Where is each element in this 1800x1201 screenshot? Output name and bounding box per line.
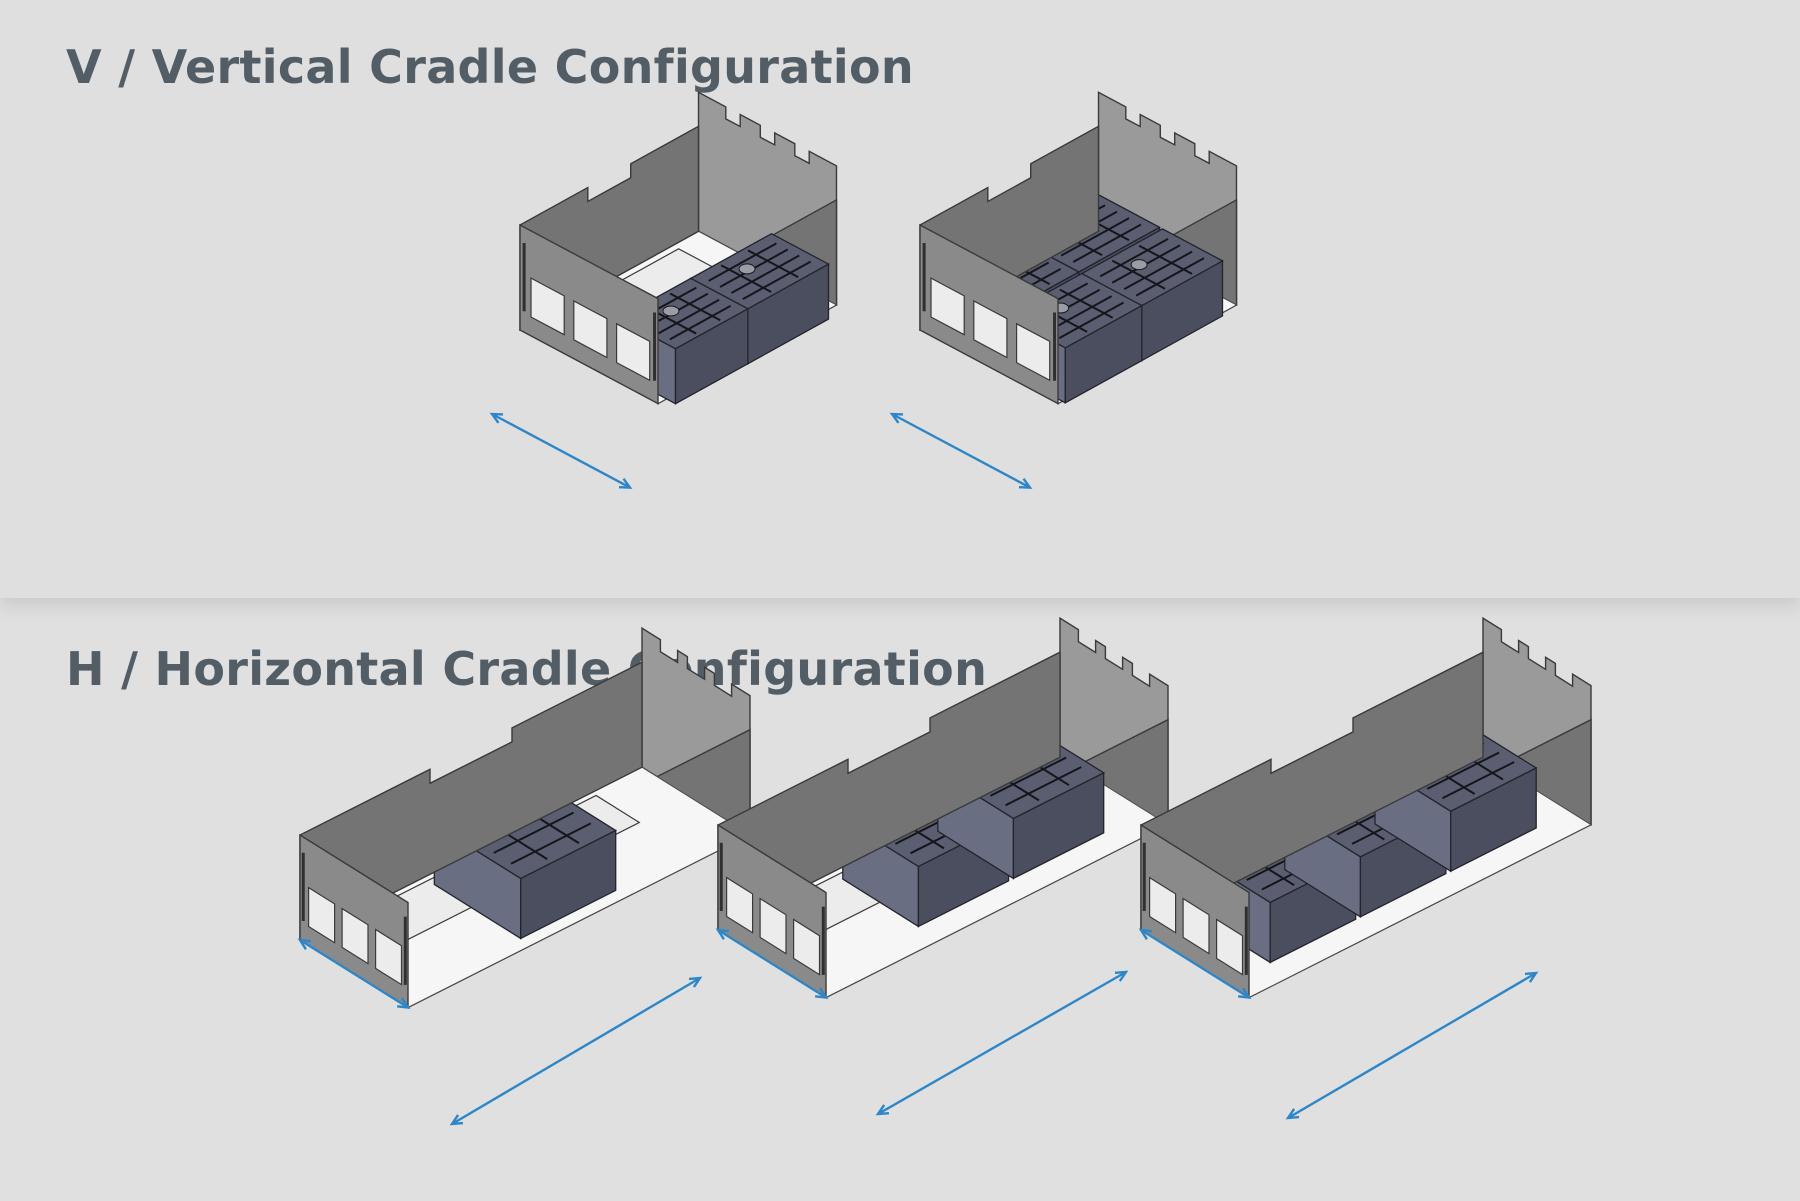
cradle-enclosure-illustration xyxy=(489,91,838,489)
horizontal-config-panel: H / Horizontal Cradle Configuration xyxy=(0,600,1800,1201)
vertical-config-panel: V / Vertical Cradle Configuration xyxy=(0,0,1800,598)
dimension-arrow xyxy=(1285,971,1539,1120)
cradle-end-wall xyxy=(299,661,643,942)
dimension-arrow xyxy=(1138,928,1252,999)
cradle-front-wall xyxy=(919,223,1059,405)
cradle-front-wall xyxy=(299,833,409,1009)
dimension-arrow xyxy=(889,412,1033,489)
cradle-front-wall xyxy=(519,223,659,405)
cradle-enclosure-illustration xyxy=(297,626,752,1009)
cradle-end-wall xyxy=(1140,651,1484,932)
dimension-arrow xyxy=(715,928,829,999)
vertical-config-illustrations xyxy=(489,91,1238,489)
dimension-arrow xyxy=(875,970,1129,1116)
cradle-enclosure-illustration xyxy=(889,91,1238,489)
dimension-arrow xyxy=(297,938,411,1009)
vertical-config-title: V / Vertical Cradle Configuration xyxy=(66,40,914,94)
horizontal-config-title: H / Horizontal Cradle Configuration xyxy=(66,642,988,696)
horizontal-config-illustrations xyxy=(297,616,1593,1126)
cradle-enclosure-illustration xyxy=(1138,616,1593,999)
cradle-front-wall xyxy=(1140,823,1250,999)
cradle-enclosure-illustration xyxy=(715,616,1170,999)
cradle-end-wall xyxy=(717,651,1061,932)
dimension-arrow xyxy=(449,976,703,1126)
dimension-arrow xyxy=(489,412,633,489)
cradle-front-wall xyxy=(717,823,827,999)
